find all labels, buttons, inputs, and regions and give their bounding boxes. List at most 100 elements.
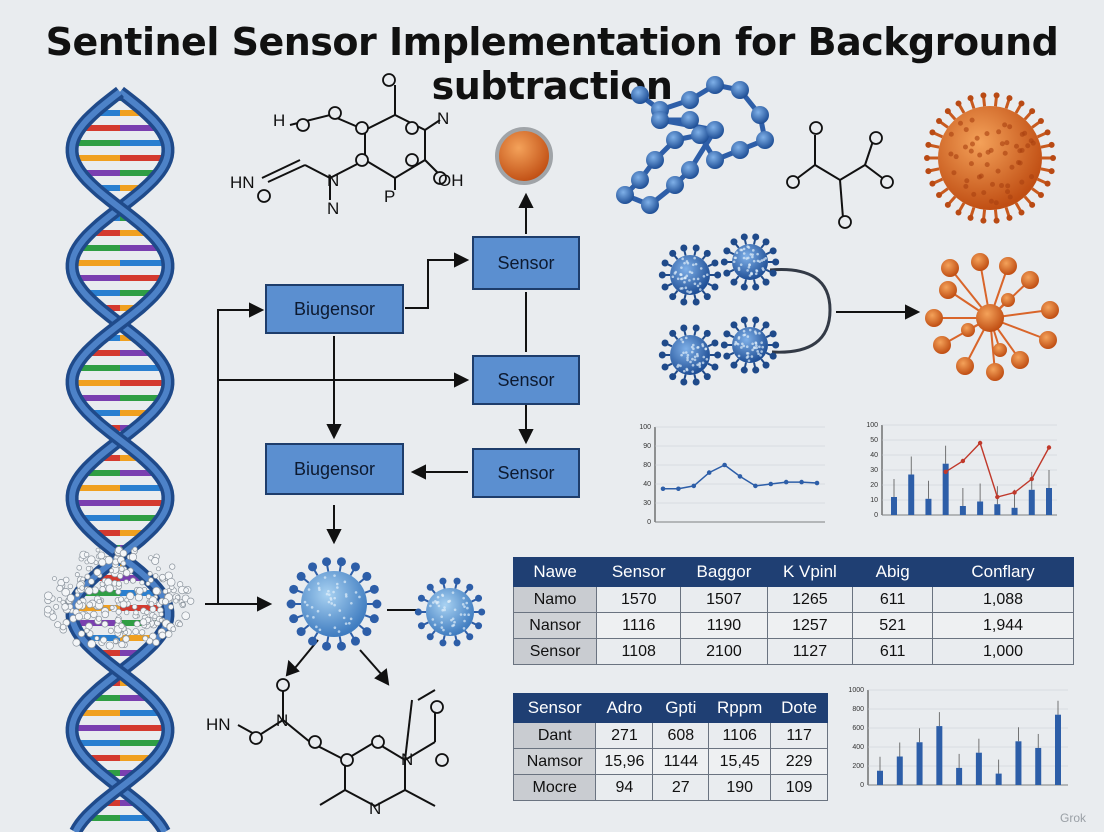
table1-header: Abig — [852, 557, 934, 587]
spike-tip — [680, 244, 688, 252]
data-point — [691, 483, 697, 489]
spike-tip — [967, 214, 974, 221]
texture-dot — [463, 613, 466, 616]
bead — [123, 579, 129, 585]
texture-dot — [741, 342, 744, 346]
spike-tip — [658, 351, 666, 359]
table1-header: K Vpinl — [766, 557, 854, 587]
texture-dot — [752, 259, 756, 263]
spike-tip — [692, 378, 700, 386]
spike-tip — [1044, 180, 1051, 187]
bead — [115, 588, 122, 595]
spike-tip — [350, 636, 360, 646]
texture-dot — [690, 271, 694, 275]
texture-dot — [756, 350, 759, 353]
spike-tip — [929, 180, 936, 187]
atom — [971, 253, 989, 271]
spike-tip — [289, 584, 299, 594]
texture-dot — [691, 357, 694, 361]
table2-cell: 94 — [595, 774, 654, 801]
texture-dot — [701, 343, 704, 346]
texture-dot — [695, 352, 699, 356]
texture-dot — [453, 620, 456, 624]
texture-dot — [1005, 189, 1011, 195]
texture-dot — [327, 600, 331, 604]
atom — [731, 81, 749, 99]
spike-tip — [993, 217, 1000, 224]
texture-dot — [344, 622, 348, 625]
texture-dot — [679, 287, 683, 290]
texture-dot — [1022, 130, 1028, 136]
atom — [925, 309, 943, 327]
spike-tip — [769, 247, 777, 255]
spike-tip — [720, 258, 728, 266]
bead — [128, 552, 138, 562]
bead — [118, 622, 125, 630]
table1-header: Baggor — [680, 557, 768, 587]
texture-dot — [764, 257, 767, 260]
atom — [939, 281, 957, 299]
atom-label: HN — [230, 173, 255, 192]
texture-dot — [733, 256, 737, 260]
texture-dot — [999, 141, 1005, 147]
spike-tip — [723, 330, 731, 338]
bead — [152, 586, 161, 596]
spike-tip — [769, 269, 777, 277]
table1-cell: Namo — [512, 586, 598, 613]
spike-tip — [723, 269, 731, 277]
bead — [123, 609, 130, 616]
spike-tip — [925, 168, 932, 175]
spike-tip — [711, 363, 719, 371]
spike-tip — [453, 639, 461, 647]
bar — [925, 498, 932, 515]
texture-dot — [948, 131, 954, 137]
bead — [152, 614, 158, 620]
texture-dot — [330, 602, 333, 605]
table1-cell: 1,944 — [932, 612, 1074, 639]
bead — [118, 566, 125, 572]
texture-dot — [762, 258, 766, 261]
spike-tip — [769, 352, 777, 360]
bead — [158, 631, 167, 639]
atom — [691, 126, 709, 144]
texture-dot — [701, 361, 705, 365]
spike-tip — [1048, 168, 1055, 175]
bead — [115, 608, 122, 615]
texture-dot — [746, 245, 750, 248]
bar — [942, 463, 949, 515]
texture-dot — [745, 352, 749, 355]
bar — [1011, 507, 1018, 515]
bead — [126, 591, 135, 601]
bar — [891, 497, 897, 515]
spike-tip — [730, 321, 738, 329]
texture-dot — [990, 181, 996, 187]
virus-body — [732, 244, 768, 280]
texture-dot — [696, 363, 699, 367]
spike-tip — [980, 92, 987, 99]
spike-tip — [362, 627, 372, 637]
atom-label: P — [384, 187, 395, 206]
spike-tip — [1029, 201, 1036, 208]
bead — [67, 583, 74, 590]
atom-label: N — [437, 109, 449, 128]
atom-label: N — [401, 750, 413, 769]
table2-cell: Mocre — [512, 774, 597, 801]
texture-dot — [754, 341, 758, 345]
page-title: Sentinel Sensor Implementation for Backg… — [45, 20, 1059, 108]
texture-dot — [750, 355, 754, 358]
bead — [119, 549, 128, 558]
texture-dot — [1013, 143, 1019, 149]
bead — [99, 586, 106, 593]
texture-dot — [685, 260, 689, 263]
texture-dot — [1007, 194, 1013, 200]
spike-tip — [711, 283, 719, 291]
texture-dot — [463, 619, 466, 623]
texture-dot — [679, 277, 683, 281]
bead — [107, 627, 114, 634]
texture-dot — [740, 346, 743, 349]
texture-dot — [466, 606, 469, 610]
texture-dot — [442, 628, 445, 632]
texture-dot — [963, 183, 969, 189]
